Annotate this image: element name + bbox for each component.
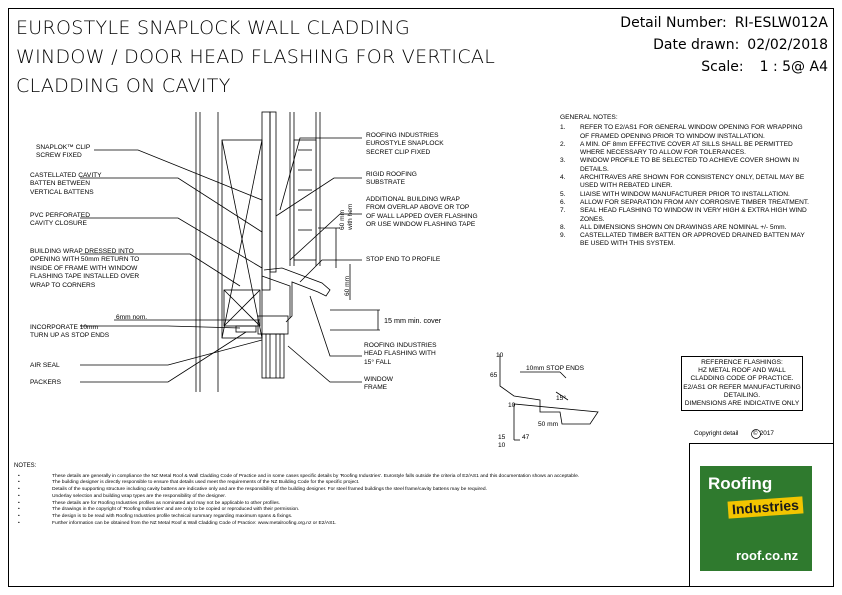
copyright-line: Copyright detail 2017: [694, 430, 774, 437]
date-drawn-label: Date drawn:: [653, 37, 740, 53]
note-item: •These details are for Roofing Industrie…: [18, 500, 281, 506]
general-note: 2.A MIN. OF 8mm EFFECTIVE COVER AT SILLS…: [560, 140, 793, 157]
dim-15: 15: [498, 434, 506, 441]
notes-section: NOTES: •These details are generally in c…: [14, 463, 684, 527]
label-15mm-cover: 15 mm min. cover: [384, 316, 442, 325]
label-6mm: 6mm nom.: [116, 314, 148, 321]
general-note: 4.ARCHITRAVES ARE SHOWN FOR CONSISTENCY …: [560, 174, 805, 190]
reference-flashings-box: REFERENCE FLASHINGS: HZ METAL ROOF AND W…: [681, 356, 803, 412]
general-note: 1.REFER TO E2/AS1 FOR GENERAL WINDOW OPE…: [560, 124, 803, 140]
label-packers: PACKERS: [30, 379, 62, 386]
date-drawn-value: 02/02/2018: [747, 37, 828, 53]
drawing-border: [8, 8, 834, 587]
general-note: 8.ALL DIMENSIONS SHOWN ON DRAWINGS ARE N…: [560, 223, 787, 231]
roofing-industries-logo: Roofing Industries roof.co.nz: [700, 466, 812, 571]
copyright-symbol: ©: [753, 431, 758, 437]
scale-label: Scale:: [701, 59, 744, 75]
dim-10-mid: 10: [508, 402, 516, 409]
general-note: 3.WINDOW PROFILE TO BE SELECTED TO ACHIE…: [560, 157, 799, 173]
general-note: 5.LIAISE WITH WINDOW MANUFACTURER PRIOR …: [560, 190, 790, 198]
note-item: •The drawings in the copyright of 'Roofi…: [18, 507, 300, 513]
general-note: 7.SEAL HEAD FLASHING TO WINDOW IN VERY H…: [560, 207, 807, 223]
notes-heading: NOTES:: [14, 463, 37, 469]
detail-number-label: Detail Number:: [620, 15, 727, 31]
general-notes-heading: GENERAL NOTES:: [560, 114, 618, 121]
label-60mm: 60 mm: [344, 275, 351, 296]
dim-angle: 15°: [556, 395, 566, 402]
label-stop-end: STOP END TO PROFILE: [366, 256, 441, 263]
note-item: •The building designer is directly respo…: [18, 480, 360, 486]
dim-65: 65: [490, 372, 498, 379]
drawing-title: EUROSTYLE SNAPLOCK WALL CLADDING WINDOW …: [16, 14, 495, 101]
label-stop-ends-10: 10mm STOP ENDS: [526, 365, 585, 372]
note-item: •These details are generally in complian…: [18, 473, 580, 479]
general-note: 9.CASTELLATED TIMBER BATTEN OR APPROVED …: [560, 232, 805, 248]
dim-10-bottom: 10: [498, 442, 506, 449]
title-block-meta: Detail Number: RI-ESLW012A Date drawn: 02/…: [620, 12, 828, 78]
title-line-3: CLADDING ON CAVITY: [16, 75, 231, 97]
note-item: •Details of the supporting structure inc…: [18, 487, 487, 493]
general-note: 6.ALLOW FOR SEPARATION FROM ANY CORROSIV…: [560, 198, 809, 206]
dim-10-top: 10: [496, 352, 504, 359]
label-air-seal: AIR SEAL: [30, 362, 60, 369]
title-line-1: EUROSTYLE SNAPLOCK WALL CLADDING: [16, 17, 410, 39]
note-item: •Further information can be obtained fro…: [18, 520, 337, 526]
dim-50mm: 50 mm: [538, 421, 559, 428]
note-item: •The design is to be read with Roofing I…: [18, 513, 293, 519]
scale-value: 1 : 5@ A4: [759, 59, 828, 75]
note-item: •Underlay selection and building wrap ty…: [18, 493, 226, 499]
logo-panel: [689, 443, 834, 587]
title-line-2: WINDOW / DOOR HEAD FLASHING FOR VERTICAL: [16, 46, 496, 68]
detail-number-value: RI-ESLW012A: [734, 15, 828, 31]
general-notes: GENERAL NOTES: 1.REFER TO E2/AS1 FOR GEN…: [560, 114, 810, 249]
dim-47: 47: [522, 434, 530, 441]
